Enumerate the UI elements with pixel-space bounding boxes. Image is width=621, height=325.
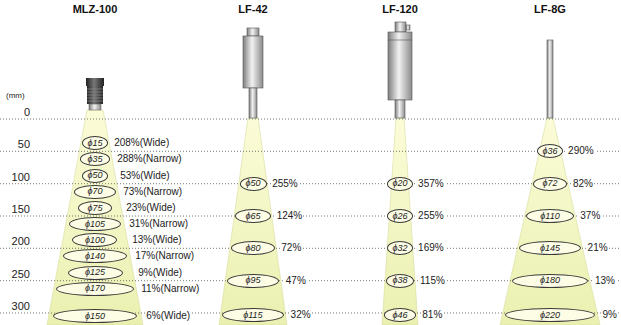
fiber-head	[388, 22, 412, 118]
spot-diameter: ϕ180	[540, 276, 560, 285]
spread-percent: 357%	[417, 179, 445, 189]
spot-diameter: ϕ95	[245, 276, 260, 285]
spread-percent: 82%	[572, 179, 594, 189]
fiber-head	[243, 28, 263, 118]
spread-percent: 169%	[417, 243, 445, 253]
spread-percent: 81%	[421, 310, 443, 320]
model-name: LF-120	[382, 4, 417, 15]
model-name: LF-42	[238, 4, 267, 15]
spread-percent: 290%	[567, 146, 595, 156]
beam-spot-ellipse: ϕ70	[74, 185, 116, 199]
sensor-head	[86, 78, 104, 110]
spot-diameter: ϕ26	[393, 212, 408, 221]
spot-diameter: ϕ32	[393, 244, 408, 253]
beam-spot-ellipse: ϕ38	[386, 274, 415, 288]
beam-spot-ellipse: ϕ95	[227, 274, 280, 288]
distance-value: 0	[24, 107, 30, 118]
model-name: LF-8G	[534, 4, 566, 15]
spread-percent: 124%	[276, 211, 304, 221]
spot-diameter: ϕ125	[85, 268, 105, 277]
spread-percent: 23%(Wide)	[125, 203, 176, 213]
spot-diameter: ϕ170	[85, 284, 105, 293]
spot-diameter: ϕ15	[88, 139, 103, 148]
spot-diameter: ϕ35	[87, 155, 102, 164]
spread-percent: 13%(Wide)	[131, 235, 182, 245]
spot-diameter: ϕ72	[542, 179, 557, 188]
beam-spot-ellipse: ϕ26	[387, 209, 413, 223]
spot-diameter: ϕ150	[85, 312, 105, 321]
spot-diameter: ϕ220	[540, 311, 560, 320]
distance-value: 100	[12, 172, 30, 183]
spread-percent: 73%(Narrow)	[122, 187, 183, 197]
spot-diameter: ϕ80	[245, 244, 260, 253]
spot-diameter: ϕ20	[393, 179, 408, 188]
beam-spot-ellipse: ϕ180	[512, 274, 588, 288]
spot-diameter: ϕ46	[392, 311, 407, 320]
beam-spot-ellipse: ϕ65	[235, 209, 271, 223]
spread-percent: 288%(Narrow)	[116, 154, 182, 164]
spread-percent: 47%	[285, 276, 307, 286]
distance-value: 150	[12, 204, 30, 215]
spot-diameter: ϕ38	[392, 276, 407, 285]
beam-spot-ellipse: ϕ125	[68, 266, 123, 280]
spread-percent: 53%(Wide)	[119, 171, 170, 181]
beam-spot-ellipse: ϕ150	[53, 309, 136, 323]
spread-percent: 115%	[419, 276, 446, 286]
spread-percent: 37%	[579, 211, 601, 221]
beam-spot-ellipse: ϕ46	[384, 308, 417, 322]
distance-value: 200	[12, 236, 30, 247]
distance-grid	[0, 119, 621, 313]
distance-value: 300	[12, 301, 30, 312]
spread-percent: 9%	[602, 310, 618, 320]
beam-spot-ellipse: ϕ75	[78, 201, 112, 215]
model-name: MLZ-100	[73, 4, 118, 15]
spot-diameter: ϕ36	[543, 147, 558, 156]
beam-spot-ellipse: ϕ110	[526, 209, 574, 223]
beam-spot-ellipse: ϕ50	[240, 177, 267, 191]
unit-label: (mm)	[6, 92, 25, 100]
beam-spot-ellipse: ϕ105	[69, 217, 122, 231]
spot-diameter: ϕ110	[540, 212, 559, 221]
spread-percent: 255%	[271, 179, 299, 189]
beam-spot-ellipse: ϕ50	[82, 169, 108, 183]
beam-spot-ellipse: ϕ72	[533, 177, 567, 191]
spot-diameter: ϕ65	[245, 212, 260, 221]
spread-percent: 6%(Wide)	[145, 311, 191, 321]
spot-diameter: ϕ75	[87, 204, 102, 213]
beam-cone	[219, 118, 287, 325]
spread-percent: 72%	[280, 243, 302, 253]
spread-percent: 21%	[587, 243, 609, 253]
beam-spot-ellipse: ϕ220	[505, 308, 596, 322]
spread-percent: 11%(Narrow)	[140, 284, 200, 294]
spread-percent: 32%	[290, 310, 312, 320]
beam-spot-ellipse: ϕ115	[222, 308, 284, 322]
spot-diameter: ϕ115	[243, 311, 262, 320]
spread-percent: 13%	[594, 276, 616, 286]
spot-diameter: ϕ105	[85, 220, 105, 229]
beam-cone	[382, 118, 418, 325]
spread-percent: 255%	[417, 211, 445, 221]
spot-diameter: ϕ100	[85, 236, 105, 245]
spot-diameter: ϕ50	[245, 179, 260, 188]
fiber-head	[547, 40, 553, 118]
spread-percent: 31%(Narrow)	[128, 219, 189, 229]
spread-percent: 208%(Wide)	[113, 138, 170, 148]
beam-spot-ellipse: ϕ20	[387, 177, 413, 191]
distance-value: 50	[18, 139, 30, 150]
spot-diameter: ϕ50	[88, 171, 103, 180]
spread-percent: 17%(Narrow)	[134, 251, 195, 261]
spot-diameter: ϕ145	[540, 244, 560, 253]
distance-value: 250	[12, 269, 30, 280]
beam-spot-ellipse: ϕ170	[56, 282, 134, 296]
spot-diameter: ϕ70	[87, 187, 102, 196]
spread-percent: 9%(Wide)	[137, 268, 183, 278]
beam-cone	[500, 118, 600, 325]
spot-diameter: ϕ140	[85, 252, 105, 261]
